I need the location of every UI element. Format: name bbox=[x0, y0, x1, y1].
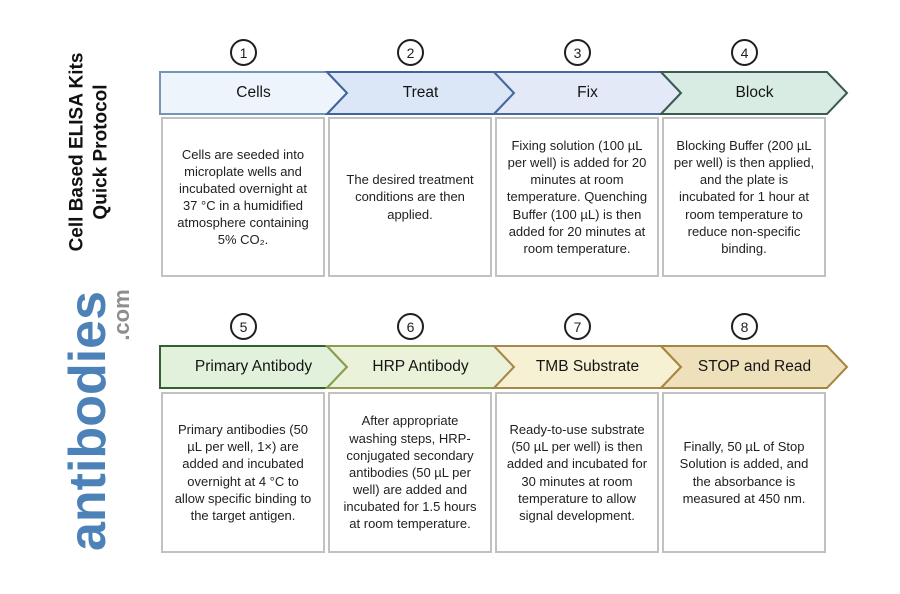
step-box-primary-antibody: Primary antibodies (50 µL per well, 1×) … bbox=[161, 392, 325, 553]
step-circle-8: 8 bbox=[731, 313, 758, 340]
step-label-cells: Cells bbox=[236, 84, 271, 101]
step-circle-7: 7 bbox=[564, 313, 591, 340]
step-circle-4: 4 bbox=[731, 39, 758, 66]
step-description: Cells are seeded into microplate wells a… bbox=[177, 146, 309, 248]
step-circle-3: 3 bbox=[564, 39, 591, 66]
step-label-treat: Treat bbox=[402, 84, 439, 101]
page-title: Cell Based ELISA Kits Quick Protocol bbox=[66, 53, 115, 252]
step-description: Finally, 50 µL of Stop Solution is added… bbox=[679, 439, 809, 506]
page-title-line1: Cell Based ELISA Kits bbox=[66, 52, 88, 252]
step-label-hrp-antibody: HRP Antibody bbox=[372, 358, 469, 375]
step-label-stop-and-read: STOP and Read bbox=[697, 358, 812, 375]
step-label-fix: Fix bbox=[577, 84, 598, 101]
step-description: After appropriate washing steps, HRP-con… bbox=[343, 413, 477, 532]
step-circle-1: 1 bbox=[230, 39, 257, 66]
step-number: 6 bbox=[406, 318, 415, 335]
step-box-cells: Cells are seeded into microplate wells a… bbox=[161, 117, 325, 277]
step-description: The desired treatment conditions are the… bbox=[346, 172, 474, 222]
step-number: 4 bbox=[740, 44, 749, 61]
step-box-hrp-antibody: After appropriate washing steps, HRP-con… bbox=[328, 392, 492, 553]
step-label-primary-antibody: Primary Antibody bbox=[194, 358, 313, 375]
step-box-tmb-substrate: Ready-to-use substrate (50 µL per well) … bbox=[495, 392, 659, 553]
step-description: Blocking Buffer (200 µL per well) is the… bbox=[673, 137, 815, 256]
step-box-fix: Fixing solution (100 µL per well) is add… bbox=[495, 117, 659, 277]
step-number: 7 bbox=[573, 318, 582, 335]
step-number: 1 bbox=[239, 44, 248, 61]
step-box-block: Blocking Buffer (200 µL per well) is the… bbox=[662, 117, 826, 277]
step-box-treat: The desired treatment conditions are the… bbox=[328, 117, 492, 277]
step-number: 5 bbox=[239, 318, 248, 335]
step-circle-6: 6 bbox=[397, 313, 424, 340]
step-label-block: Block bbox=[735, 84, 774, 101]
brand-tld: .com bbox=[109, 289, 134, 341]
page-title-line2: Quick Protocol bbox=[91, 84, 112, 220]
step-circle-2: 2 bbox=[397, 39, 424, 66]
step-number: 2 bbox=[406, 44, 415, 61]
step-label-tmb-substrate: TMB Substrate bbox=[535, 358, 640, 375]
step-circle-5: 5 bbox=[230, 313, 257, 340]
step-number: 3 bbox=[573, 44, 582, 61]
arrow-bar-row-1 bbox=[159, 71, 849, 115]
arrow-bar-row-2 bbox=[159, 345, 849, 389]
step-arrow-shape-8 bbox=[658, 345, 849, 389]
step-description: Primary antibodies (50 µL per well, 1×) … bbox=[174, 422, 312, 523]
step-arrow-shape-4 bbox=[658, 71, 849, 115]
step-box-stop-and-read: Finally, 50 µL of Stop Solution is added… bbox=[662, 392, 826, 553]
step-description: Ready-to-use substrate (50 µL per well) … bbox=[506, 422, 648, 523]
step-number: 8 bbox=[740, 318, 749, 335]
step-description: Fixing solution (100 µL per well) is add… bbox=[506, 137, 648, 256]
